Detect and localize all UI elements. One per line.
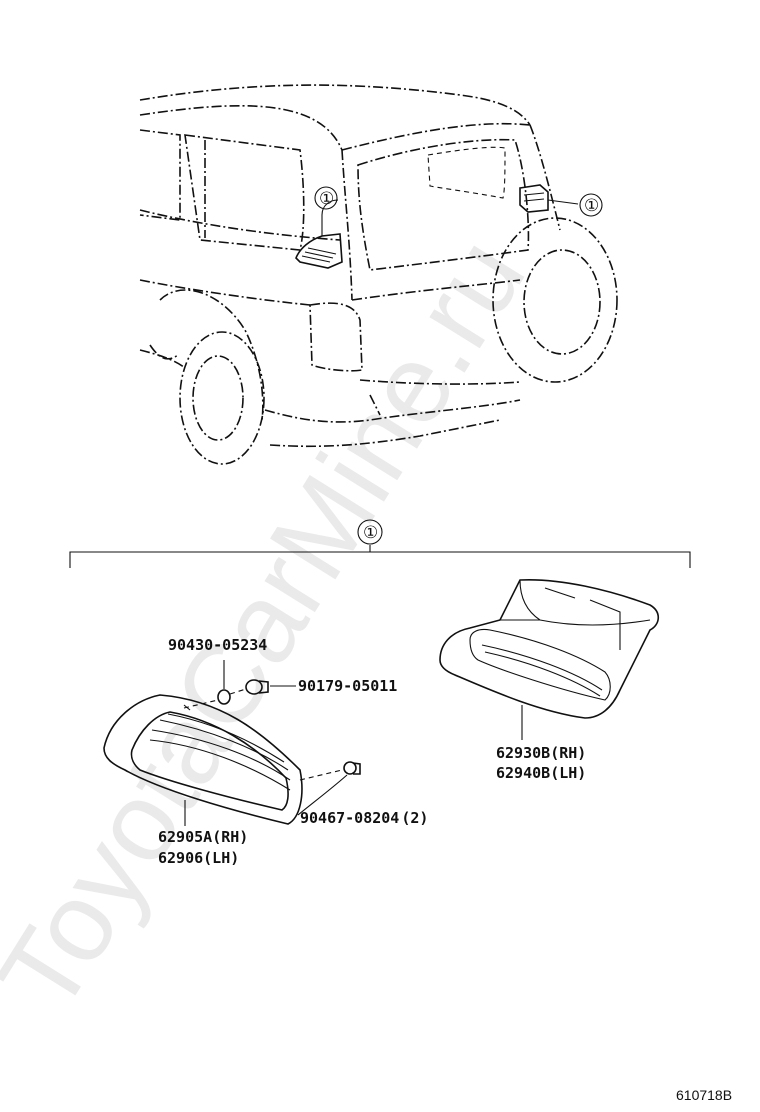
part-number-outer-louver-rh: 62905A(RH) [158, 828, 248, 846]
clip-top-part [245, 679, 296, 695]
assembly-bracket: ① [69, 519, 691, 568]
callout-ref-right: ① [579, 193, 603, 217]
svg-text:①: ① [584, 196, 599, 215]
svg-text:①: ① [363, 523, 378, 542]
svg-text:①: ① [319, 189, 334, 208]
clip-side-part [297, 761, 361, 816]
part-number-clip-side: 90467-08204(2) [300, 809, 428, 827]
part-number-duct-lh: 62940B(LH) [496, 764, 586, 782]
figure-code: 610718B [676, 1087, 732, 1103]
outer-louver-part [103, 694, 303, 825]
watermark-text: ToyotaCarMine.ru [0, 217, 549, 1033]
duct-part [439, 578, 660, 719]
callout-ref-left: ① [314, 186, 338, 210]
part-number-clip-top: 90179-05011 [298, 677, 397, 695]
vehicle-illustration [139, 84, 618, 465]
part-number-outer-louver-lh: 62906(LH) [158, 849, 239, 867]
part-number-screw: 90430-05234 [168, 636, 267, 654]
part-number-duct-rh: 62930B(RH) [496, 744, 586, 762]
screw-part [217, 660, 231, 705]
